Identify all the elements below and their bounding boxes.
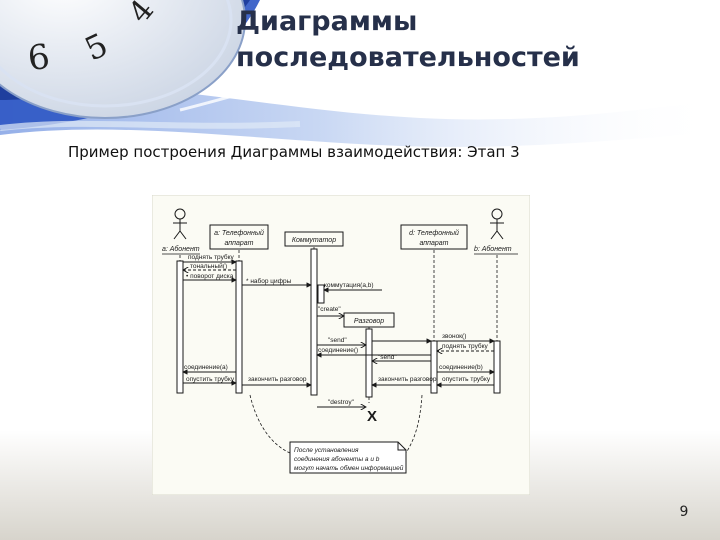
msg-end-b: закончить разговор [378, 376, 437, 383]
msg-ring: звонок() [442, 333, 466, 340]
page-number: 9 [679, 504, 689, 520]
activation-bars [176, 248, 501, 396]
slide-subtitle: Пример построения Диаграммы взаимодейств… [68, 143, 520, 161]
destroy-mark: X [367, 408, 377, 425]
lifeline-label-actor-a: а: Абонент [162, 245, 200, 253]
msg-destroy: "destroy" [328, 399, 355, 406]
msg-lift-handset-b: поднять трубку [442, 342, 489, 350]
actor-b-icon [490, 208, 504, 240]
message-labels: поднять трубку тональный() • поворот дис… [184, 253, 491, 406]
svg-text:а: Телефонный: а: Телефонный [214, 229, 264, 237]
msg-lift-handset: поднять трубку [188, 253, 235, 261]
actor-a-icon [173, 208, 187, 240]
lifeline-box-phone-a: а: Телефонный аппарат [209, 224, 269, 250]
note-line-1: После установления [294, 447, 359, 454]
lifeline-label-conversation: Разговор [354, 318, 384, 325]
lifeline-label-actor-b: b: Абонент [474, 245, 512, 253]
msg-drop-a: опустить трубку [186, 375, 235, 383]
note-line-2: соединения абоненты a и b [294, 455, 380, 463]
svg-text:аппарат: аппарат [419, 240, 448, 247]
msg-connection-a: соединение(a) [184, 364, 228, 371]
note-box: После установления соединения абоненты a… [289, 441, 407, 474]
msg-dial-number: * набор цифры [246, 277, 292, 285]
msg-connection: соединение() [318, 347, 358, 354]
message-arrows [182, 259, 495, 407]
msg-end-a: закончить разговор [248, 376, 307, 383]
note-connectors [249, 394, 423, 454]
msg-drop-b: опустить трубку [442, 375, 491, 383]
lifeline-box-switch: Коммутатор [284, 231, 344, 247]
msg-switching: коммутация(a,b) [324, 282, 374, 289]
msg-dial-tone: тональный() [190, 262, 227, 270]
svg-text:d: Телефонный: d: Телефонный [409, 229, 459, 237]
msg-send-2: "send" [378, 354, 397, 361]
msg-connection-b: соединение(b) [439, 364, 483, 371]
svg-text:аппарат: аппарат [224, 240, 253, 247]
note-line-3: могут начать обмен информацией [294, 464, 404, 472]
msg-send-1: "send" [328, 337, 347, 344]
lifeline-box-phone-b: d: Телефонный аппарат [400, 224, 468, 250]
slide-title: Диаграммы последовательностей [236, 6, 580, 73]
msg-dial-turn: • поворот диска [186, 273, 234, 280]
lifeline-label-switch: Коммутатор [292, 237, 336, 244]
sequence-diagram: а: Абонент а: Телефонный аппарат Коммута… [152, 195, 530, 495]
msg-create: "create" [318, 306, 341, 313]
